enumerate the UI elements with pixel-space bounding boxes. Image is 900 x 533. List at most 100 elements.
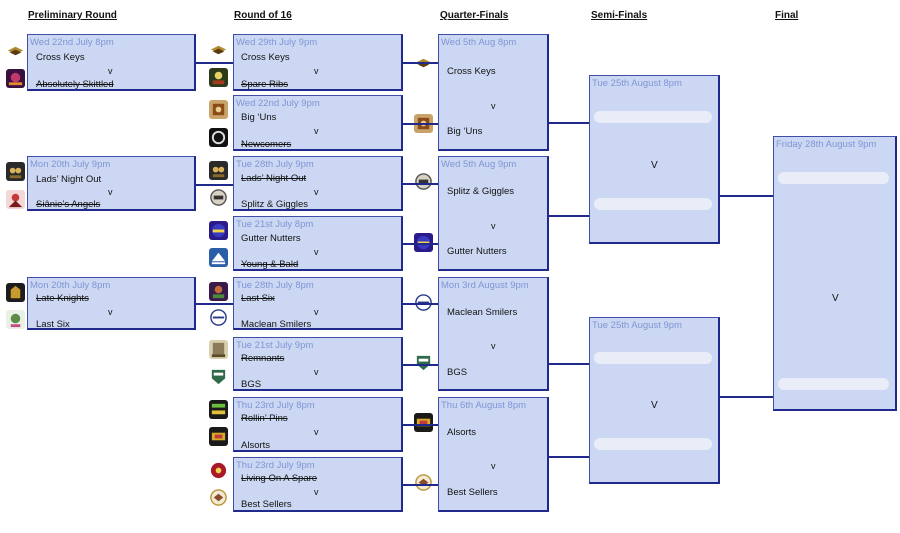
match-box-sf-2[interactable]: Tue 25th August 9pm V — [589, 317, 720, 484]
bracket-connector — [403, 424, 438, 426]
versus-label: v — [314, 66, 319, 76]
team-name: Cross Keys — [241, 52, 290, 63]
cross-keys-logo-icon — [209, 41, 228, 60]
team-name-eliminated: Late Knights — [36, 293, 89, 304]
match-box-qf-4[interactable]: Thu 6th August 8pm Alsorts v Best Seller… — [438, 397, 549, 512]
team-slot-empty — [594, 198, 712, 210]
bracket-connector — [403, 364, 438, 366]
match-date: Thu 6th August 8pm — [441, 400, 527, 411]
match-box-r16-6[interactable]: Tue 21st July 9pm Remnants v BGS — [233, 337, 403, 391]
bracket-connector — [403, 183, 438, 185]
team-name-eliminated: Remnants — [241, 353, 285, 364]
team-name: Gutter Nutters — [241, 233, 301, 244]
last-six-logo-icon — [6, 310, 25, 329]
bracket-connector — [403, 123, 438, 125]
team-name: Big ‘Uns — [447, 126, 483, 137]
lads-night-out-logo-icon — [209, 161, 228, 180]
match-box-qf-2[interactable]: Wed 5th Aug 9pm Splitz & Giggles v Gutte… — [438, 156, 549, 271]
bracket-connector — [196, 303, 233, 305]
header-final: Final — [775, 10, 799, 21]
match-date: Mon 3rd August 9pm — [441, 280, 529, 291]
match-box-r16-5[interactable]: Tue 28th July 8pm Last Six v Maclean Smi… — [233, 277, 403, 330]
bracket-connector — [403, 243, 438, 245]
match-box-r16-8[interactable]: Thu 23rd July 9pm Living On A Spare v Be… — [233, 457, 403, 512]
team-name: Splitz & Giggles — [241, 199, 309, 210]
team-slot-empty — [778, 378, 889, 390]
match-date: Tue 21st July 9pm — [236, 340, 314, 351]
versus-label: v — [314, 367, 319, 377]
cross-keys-logo-icon — [6, 42, 25, 61]
header-quarter-finals: Quarter-Finals — [440, 10, 509, 21]
absolutely-skittled-logo-icon — [6, 69, 25, 88]
match-box-r16-1[interactable]: Wed 29th July 9pm Cross Keys v Spare Rib… — [233, 34, 403, 91]
match-box-r16-4[interactable]: Tue 21st July 8pm Gutter Nutters v Young… — [233, 216, 403, 271]
match-box-r16-2[interactable]: Wed 22nd July 9pm Big ‘Uns v Newcomers — [233, 95, 403, 151]
match-box-qf-3[interactable]: Mon 3rd August 9pm Maclean Smilers v BGS — [438, 277, 549, 391]
bracket-connector — [403, 303, 438, 305]
match-date: Wed 29th July 9pm — [236, 37, 318, 48]
team-name: Alsorts — [241, 440, 271, 451]
living-on-a-spare-logo-icon — [209, 461, 228, 480]
match-box-preliminary-3[interactable]: Mon 20th July 8pm Late Knights v Last Si… — [27, 277, 196, 330]
versus-label: v — [314, 247, 319, 257]
versus-label: v — [314, 307, 319, 317]
late-knights-logo-icon — [6, 283, 25, 302]
match-date: Wed 22nd July 9pm — [236, 98, 320, 109]
team-name: Last Six — [36, 319, 70, 330]
bracket-connector — [403, 484, 438, 486]
versus-label: v — [491, 221, 496, 231]
team-name: BGS — [241, 379, 262, 390]
versus-label: v — [108, 307, 113, 317]
bgs-logo-icon — [209, 367, 228, 386]
bgs-logo-icon — [414, 353, 433, 372]
match-date: Tue 28th July 9pm — [236, 159, 314, 170]
team-name: Cross Keys — [36, 52, 85, 63]
team-name-eliminated: Spare Ribs — [241, 79, 288, 90]
match-box-preliminary-1[interactable]: Wed 22nd July 8pm Cross Keys v Absolutel… — [27, 34, 196, 91]
gutter-nutters-logo-icon — [209, 221, 228, 240]
team-name-eliminated: Rollin’ Pins — [241, 413, 288, 424]
bracket-connector — [720, 195, 773, 197]
header-semi-finals: Semi-Finals — [591, 10, 648, 21]
team-name-eliminated: Siânie’s Angels — [36, 199, 101, 210]
match-box-r16-3[interactable]: Tue 28th July 9pm Lads’ Night Out v Spli… — [233, 156, 403, 211]
versus-label: v — [314, 427, 319, 437]
team-name: Big ‘Uns — [241, 112, 277, 123]
bracket-connector — [196, 184, 233, 186]
team-name-eliminated: Last Six — [241, 293, 275, 304]
spare-ribs-logo-icon — [209, 68, 228, 87]
bracket-connector — [549, 456, 589, 458]
remnants-logo-icon — [209, 340, 228, 359]
header-round-of-16: Round of 16 — [234, 10, 292, 21]
match-box-sf-1[interactable]: Tue 25th August 8pm V — [589, 75, 720, 244]
team-name: Maclean Smilers — [241, 319, 312, 330]
versus-label: v — [491, 101, 496, 111]
maclean-smilers-logo-icon — [414, 293, 433, 312]
bracket-connector — [403, 62, 438, 64]
sianies-angels-logo-icon — [6, 190, 25, 209]
alsorts-logo-icon — [209, 427, 228, 446]
versus-label: v — [108, 66, 113, 76]
team-name-eliminated: Young & Bald — [241, 259, 299, 270]
team-name-eliminated: Living On A Spare — [241, 473, 318, 484]
match-date: Wed 5th Aug 9pm — [441, 159, 517, 170]
match-box-final[interactable]: Friday 28th August 9pm V — [773, 136, 897, 411]
match-box-preliminary-2[interactable]: Mon 20th July 9pm Lads’ Night Out v Siân… — [27, 156, 196, 211]
last-six-logo-icon — [209, 282, 228, 301]
team-name: Maclean Smilers — [447, 307, 518, 318]
team-name: Best Sellers — [241, 499, 292, 510]
rollin-pins-logo-icon — [209, 400, 228, 419]
match-date: Thu 23rd July 8pm — [236, 400, 315, 411]
team-name: BGS — [447, 367, 468, 378]
match-date: Tue 21st July 8pm — [236, 219, 314, 230]
splitz-giggles-logo-icon — [209, 188, 228, 207]
lads-night-out-logo-icon — [6, 162, 25, 181]
team-name: Gutter Nutters — [447, 246, 507, 257]
match-box-r16-7[interactable]: Thu 23rd July 8pm Rollin’ Pins v Alsorts — [233, 397, 403, 452]
match-box-qf-1[interactable]: Wed 5th Aug 8pm Cross Keys v Big ‘Uns — [438, 34, 549, 151]
match-date: Tue 25th August 9pm — [592, 320, 682, 331]
versus-label: v — [108, 187, 113, 197]
bracket-connector — [196, 62, 233, 64]
versus-label: V — [651, 160, 658, 171]
big-uns-logo-icon — [209, 100, 228, 119]
